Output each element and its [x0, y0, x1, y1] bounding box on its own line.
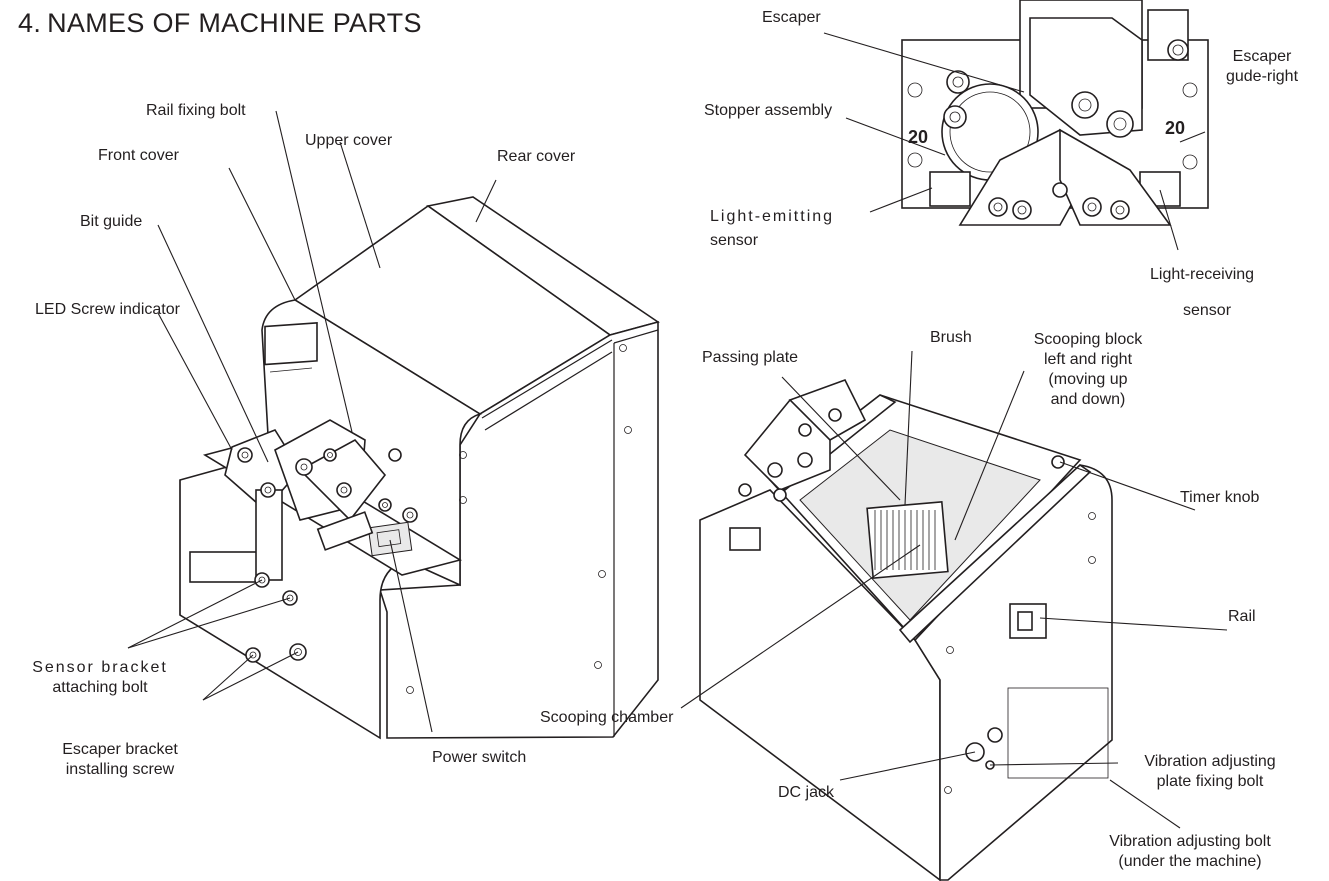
power-switch-shape — [367, 521, 413, 557]
front-window — [264, 321, 318, 366]
label-escaper: Escaper — [762, 9, 821, 26]
label-vibration-plate-line2: plate fixing bolt — [1156, 773, 1264, 790]
label-escaper-bracket-line1: Escaper bracket — [62, 741, 178, 758]
page-heading: 4.NAMES OF MACHINE PARTS — [18, 8, 422, 39]
label-scooping-block-line2: left and right — [1043, 351, 1133, 368]
label-vibration-plate-bolt: Vibration adjusting plate fixing bolt — [1110, 752, 1310, 792]
label-vibration-bolt: Vibration adjusting bolt (under the mach… — [1085, 832, 1295, 872]
label-escaper-bracket-line2: installing screw — [65, 761, 175, 778]
label-power-switch: Power switch — [432, 749, 527, 766]
power-switch-rear — [729, 527, 761, 551]
label-front-cover: Front cover — [98, 147, 179, 164]
label-scooping-block-line1: Scooping block — [1033, 331, 1143, 348]
label-light-emitting: Light-emitting sensor — [710, 207, 834, 251]
inset-marking-right: 20 — [1165, 118, 1185, 138]
label-light-receiving-line1: Light-receiving — [1150, 266, 1255, 283]
label-escaper-guide-right: Escaper gude-right — [1207, 47, 1317, 87]
label-light-receiving: Light-receiving sensor — [1150, 265, 1254, 321]
label-sensor-bracket-line1: Sensor bracket — [32, 659, 168, 676]
front-cover-shape — [261, 299, 482, 587]
light-emitting-sensor-shape — [929, 171, 971, 207]
label-scooping-block-line4: and down) — [1050, 391, 1126, 408]
label-sensor-bracket: Sensor bracket attaching bolt — [10, 658, 190, 698]
rear-right-panel — [913, 464, 1113, 881]
brush-shape — [866, 500, 949, 579]
label-scooping-block-line3: (moving up — [1048, 371, 1128, 388]
escaper-cluster-right — [729, 379, 867, 551]
timer-knob-shape — [1051, 455, 1065, 469]
label-brush: Brush — [930, 329, 972, 346]
label-bit-guide: Bit guide — [80, 213, 143, 230]
label-rear-cover: Rear cover — [497, 148, 576, 165]
heading-title: NAMES OF MACHINE PARTS — [47, 8, 422, 38]
label-light-receiving-line2: sensor — [1183, 302, 1232, 319]
left-machine-drawing — [179, 196, 660, 740]
inset-marking-left: 20 — [908, 127, 928, 147]
label-escaper-bracket: Escaper bracket installing screw — [45, 740, 195, 780]
label-rail: Rail — [1228, 608, 1256, 625]
label-upper-cover: Upper cover — [305, 132, 393, 149]
label-passing-plate: Passing plate — [702, 349, 799, 366]
label-light-emitting-line1: Light-emitting — [710, 208, 835, 225]
escaper-cluster-left — [224, 419, 418, 581]
label-light-emitting-line2: sensor — [710, 232, 759, 249]
label-sensor-bracket-line2: attaching bolt — [52, 679, 148, 696]
leader-lines — [127, 32, 1228, 829]
label-scooping-block: Scooping block left and right (moving up… — [1018, 330, 1158, 410]
label-vibration-bolt-line2: (under the machine) — [1118, 853, 1262, 870]
label-vibration-bolt-line1: Vibration adjusting bolt — [1109, 833, 1271, 850]
heading-number: 4. — [18, 8, 42, 38]
label-vibration-plate-line1: Vibration adjusting — [1144, 753, 1276, 770]
right-machine-drawing — [699, 379, 1113, 881]
label-dc-jack: DC jack — [778, 784, 835, 801]
label-recess — [189, 551, 259, 583]
label-timer-knob: Timer knob — [1180, 489, 1260, 506]
label-escaper-guide-right-line1: Escaper — [1232, 48, 1292, 65]
label-stopper-assembly: Stopper assembly — [704, 102, 833, 119]
escaper-detail-drawing: 20 20 — [901, 0, 1209, 226]
label-escaper-guide-right-line2: gude-right — [1225, 68, 1299, 85]
right-side-panel — [378, 320, 659, 739]
label-led-screw-indicator: LED Screw indicator — [35, 301, 180, 318]
label-rail-fixing-bolt: Rail fixing bolt — [146, 102, 246, 119]
label-scooping-chamber: Scooping chamber — [540, 709, 674, 726]
